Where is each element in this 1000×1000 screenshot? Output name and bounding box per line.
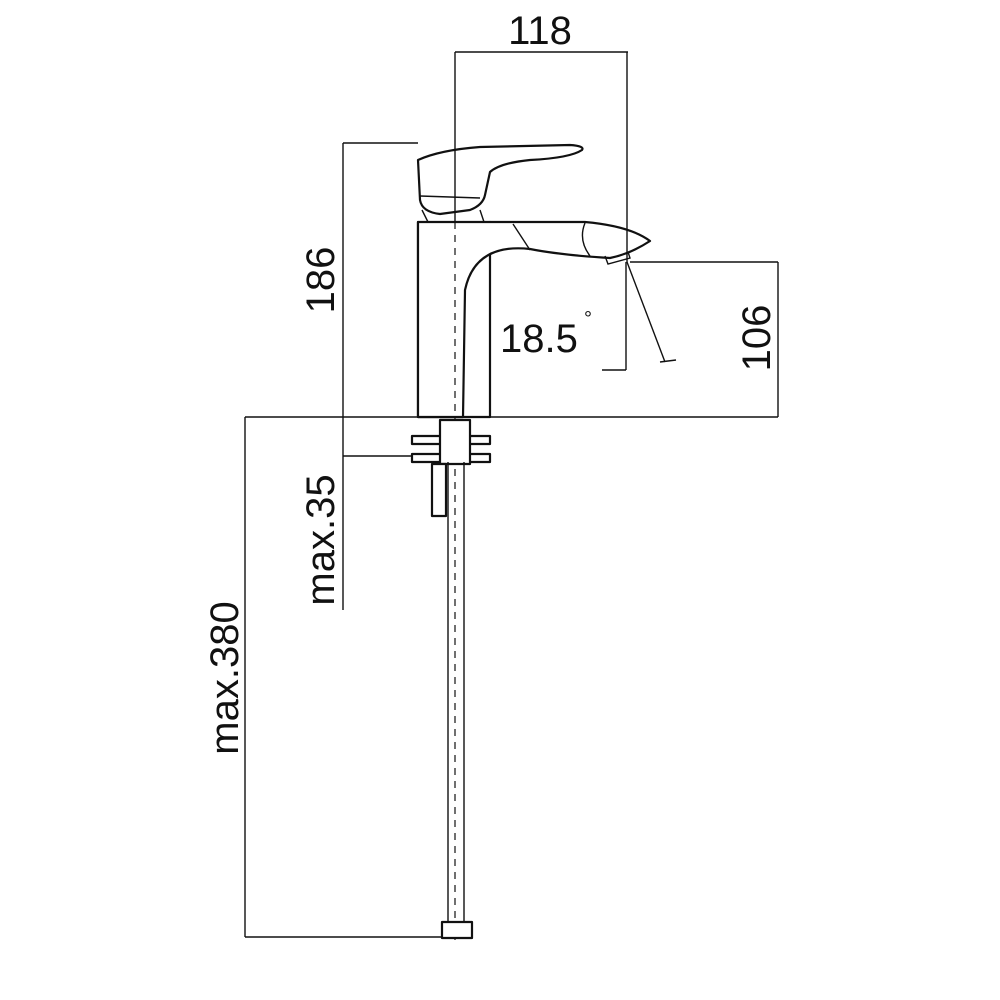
dim-spray-angle-label: 18.5 (500, 317, 578, 361)
dimension-lines (244, 51, 779, 938)
mounting-hardware (410, 418, 492, 940)
lever-handle (416, 143, 584, 216)
angle-degree-symbol: ° (584, 308, 592, 330)
faucet-body (416, 143, 652, 940)
spray-angle-indicator (602, 261, 677, 371)
dim-max-deck-thickness-label: max.35 (299, 474, 343, 605)
dim-spout-height-label: 106 (735, 305, 779, 372)
dim-spout-reach-label: 118 (508, 9, 572, 53)
dim-total-height-label: 186 (299, 247, 343, 314)
dim-max-hose-length-label: max.380 (203, 601, 247, 754)
